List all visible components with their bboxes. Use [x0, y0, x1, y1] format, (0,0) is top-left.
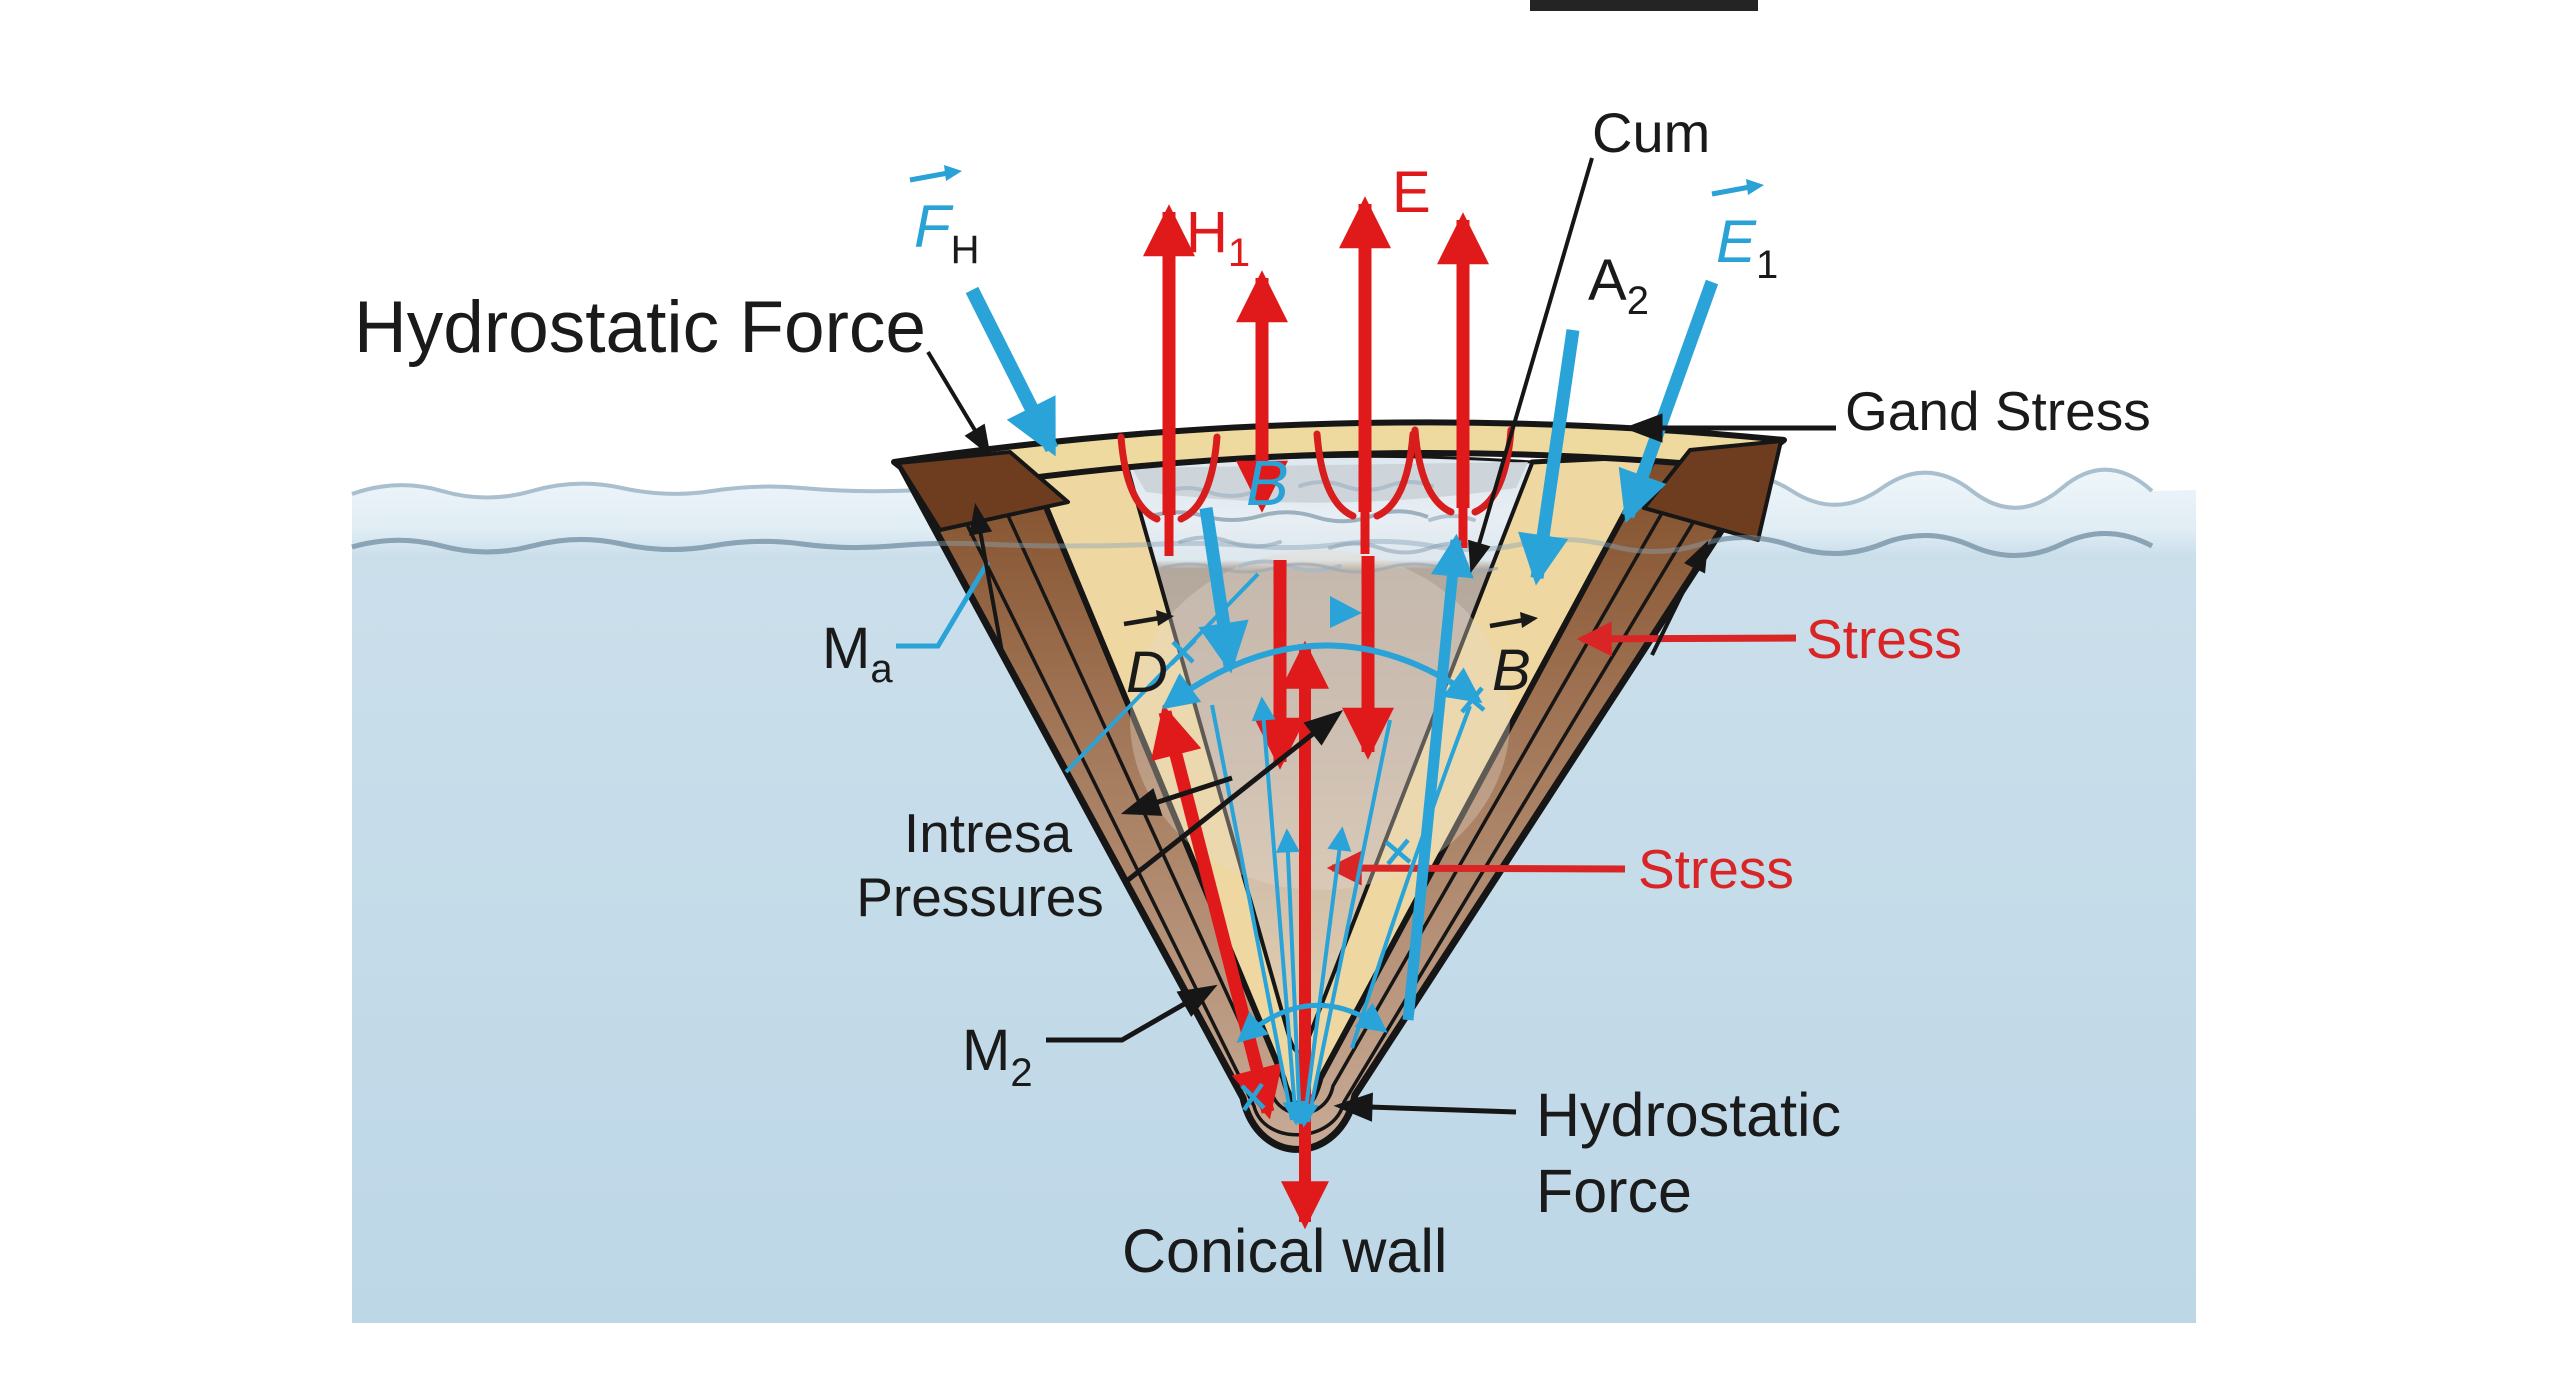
hydrostatic-bottom-pointer [1333, 1092, 1517, 1122]
arc-mid-arrowhead [1330, 596, 1362, 628]
text-labels: Hydrostatic Force FH H1 E Cum A2 E1 Gand… [354, 101, 2151, 1285]
f-vector-arrowhead [944, 165, 962, 181]
stress-upper-pointer [1576, 621, 1797, 657]
hydrostatic-top-pointer [926, 350, 991, 457]
svg-text:Force: Force [1536, 1157, 1692, 1225]
e1-vector-arrowhead [1746, 179, 1764, 195]
a2-arrow [1518, 329, 1580, 586]
label-e1: E1 [1711, 179, 1778, 287]
svg-text:Intresa: Intresa [904, 802, 1073, 864]
top-edge-artifact [1530, 0, 1758, 11]
label-hydrostatic-force-top: Hydrostatic Force [354, 287, 926, 368]
label-stress-lower: Stress [1638, 838, 1794, 900]
label-b-vector: B [1489, 612, 1538, 703]
b-flux-diagonal [1350, 705, 1472, 1049]
label-m2: M2 [962, 1018, 1033, 1095]
label-stress-upper: Stress [1806, 608, 1962, 670]
e1-arrow [1618, 279, 1719, 524]
label-h1: H1 [1186, 200, 1250, 275]
label-internal-pressures: Intresa Pressures [856, 802, 1104, 928]
tilted-wall-arrow [1150, 704, 1283, 1120]
svg-text:FH: FH [914, 193, 980, 272]
right-wall-up-arrow [1650, 540, 1709, 656]
svg-text:Hydrostatic: Hydrostatic [1536, 1081, 1841, 1149]
d-flux-diagonal [1064, 572, 1260, 774]
label-e-top: E [1392, 160, 1431, 225]
pressure-fan-lines [1210, 696, 1392, 1128]
stress-lower-pointer [1326, 850, 1626, 886]
label-f-h: FH [909, 165, 980, 272]
left-wall-up-arrow [969, 502, 1004, 653]
label-ma: Ma [822, 616, 893, 691]
upper-circulation-arc [1161, 642, 1483, 710]
black-annotation-arrows [926, 157, 1836, 1122]
label-cum: Cum [1592, 101, 1710, 164]
label-a2: A2 [1588, 248, 1649, 323]
label-gand-stress: Gand Stress [1845, 380, 2151, 442]
cum-pointer [1468, 157, 1594, 573]
waterline-over-walls [351, 531, 2154, 558]
fh-arrow [965, 286, 1059, 457]
interior-blue-down-arrow [1198, 507, 1249, 674]
svg-text:E1: E1 [1716, 208, 1778, 287]
label-b-inner: B [1246, 447, 1289, 519]
e1-vector-arrow [1711, 184, 1751, 197]
m2-pointer [1046, 984, 1218, 1043]
interior-blue-up-arrow [1402, 533, 1474, 1021]
ma-pointer-line [896, 560, 991, 649]
label-hydrostatic-force-bottom: Hydrostatic Force [1536, 1081, 1841, 1225]
label-conical-wall: Conical wall [1122, 1217, 1447, 1285]
label-d-vector: D [1123, 610, 1174, 705]
svg-text:B: B [1492, 638, 1531, 703]
f-vector-arrow [909, 170, 949, 183]
pressures-left-arrow [1120, 775, 1233, 816]
blue-flow-arrows [896, 279, 1719, 1128]
svg-text:D: D [1126, 640, 1168, 705]
flux-cross-markers [1169, 638, 1486, 1112]
pressures-diag-arrow [1126, 709, 1344, 882]
svg-text:Pressures: Pressures [856, 866, 1104, 928]
splash-curves [1117, 426, 1515, 523]
